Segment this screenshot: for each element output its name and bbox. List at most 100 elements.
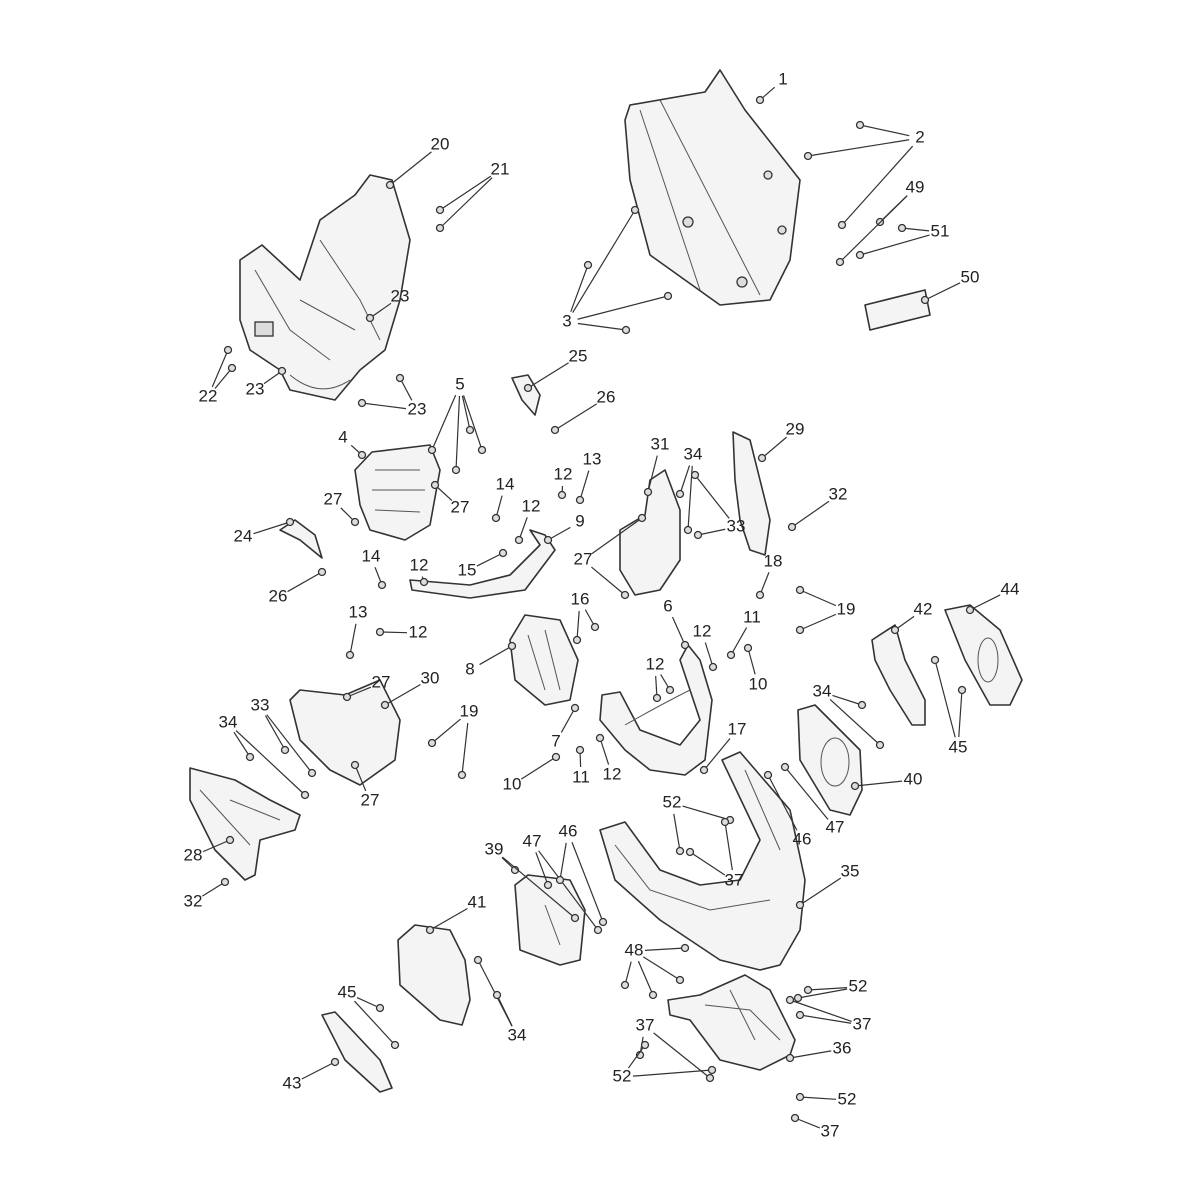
- callout-number: 49: [906, 177, 925, 196]
- callout-18: 18: [755, 551, 782, 600]
- leader-line: [462, 395, 483, 451]
- fastener-icon: [795, 900, 805, 910]
- leader-line: [461, 722, 469, 776]
- leader-line: [832, 694, 863, 706]
- part-panel-44: [944, 604, 1023, 706]
- fastener-icon: [570, 703, 580, 713]
- fastener-icon: [492, 990, 502, 1000]
- fastener-icon: [835, 257, 845, 267]
- fastener-icon: [755, 95, 765, 105]
- part-duct-8: [509, 614, 579, 706]
- callout-44: 44: [965, 579, 1019, 615]
- fastener-icon: [435, 205, 445, 215]
- fastener-icon: [575, 495, 585, 505]
- leader-line: [429, 907, 468, 931]
- leader-line: [789, 1050, 832, 1059]
- leader-line: [354, 764, 367, 792]
- fastener-icon: [555, 875, 565, 885]
- leader-line: [572, 209, 636, 313]
- callout-23: 23: [365, 286, 409, 323]
- fastener-icon: [690, 470, 700, 480]
- leader-line: [703, 738, 731, 771]
- callout-11: 11: [726, 607, 761, 660]
- leader-line: [791, 500, 830, 528]
- fastener-icon: [803, 151, 813, 161]
- callout-number: 21: [491, 159, 510, 178]
- fastener-icon: [708, 662, 718, 672]
- leader-line: [694, 474, 730, 519]
- fastener-icon: [227, 363, 237, 373]
- fastener-icon: [425, 925, 435, 935]
- callout-9: 9: [543, 511, 585, 545]
- callout-number: 13: [349, 602, 368, 621]
- callout-17: 17: [699, 719, 746, 775]
- callout-number: 47: [826, 817, 845, 836]
- fastener-icon: [427, 445, 437, 455]
- callout-number: 32: [829, 484, 848, 503]
- fastener-icon: [595, 733, 605, 743]
- callout-number: 7: [551, 731, 560, 750]
- callout-22: 22: [199, 345, 237, 405]
- leader-line: [647, 455, 658, 493]
- callout-52: 52: [795, 1089, 856, 1108]
- callout-number: 1: [778, 69, 787, 88]
- callout-number: 8: [465, 659, 474, 678]
- fastener-icon: [280, 745, 290, 755]
- part-panel-40: [797, 704, 863, 816]
- fastener-icon: [785, 995, 795, 1005]
- fastener-icon: [277, 366, 287, 376]
- fastener-icon: [643, 487, 653, 497]
- part-bracket-39: [514, 874, 586, 966]
- fastener-icon: [957, 685, 967, 695]
- fastener-icon: [285, 517, 295, 527]
- callout-number: 19: [837, 599, 856, 618]
- fastener-icon: [498, 548, 508, 558]
- leader-line: [591, 517, 643, 555]
- callout-7: 7: [551, 703, 580, 750]
- leader-line: [346, 686, 372, 698]
- leader-line: [799, 1096, 837, 1100]
- leader-line: [354, 1000, 396, 1046]
- fastener-icon: [720, 817, 730, 827]
- leader-line: [799, 613, 837, 631]
- part-side-panel-28: [189, 767, 301, 881]
- fastener-icon: [795, 1010, 805, 1020]
- fastener-icon: [652, 693, 662, 703]
- leader-line: [644, 947, 686, 951]
- fastener-icon: [780, 762, 790, 772]
- leader-line: [233, 731, 251, 758]
- fastener-icon: [705, 1073, 715, 1083]
- callout-1: 1: [755, 69, 788, 105]
- callout-number: 26: [597, 387, 616, 406]
- fastener-icon: [473, 955, 483, 965]
- leader-line: [431, 394, 457, 451]
- callout-number: 2: [915, 127, 924, 146]
- leader-line: [202, 881, 226, 897]
- fastener-icon: [683, 525, 693, 535]
- fastener-icon: [550, 425, 560, 435]
- fastener-icon: [451, 465, 461, 475]
- leader-line: [704, 642, 714, 668]
- callout-number: 10: [503, 774, 522, 793]
- fastener-icon: [593, 925, 603, 935]
- callout-number: 29: [786, 419, 805, 438]
- fastener-icon: [785, 1053, 795, 1063]
- part-bracket-36: [667, 974, 796, 1071]
- fastener-icon: [763, 770, 773, 780]
- callout-30: 30: [380, 668, 439, 710]
- fastener-icon: [380, 700, 390, 710]
- fastener-icon: [637, 513, 647, 523]
- fastener-icon: [620, 980, 630, 990]
- callout-number: 27: [451, 497, 470, 516]
- leader-line: [859, 234, 930, 256]
- callout-12: 12: [646, 654, 675, 703]
- leader-line: [807, 139, 910, 157]
- callout-34: 34: [219, 712, 310, 800]
- leader-line: [671, 616, 686, 646]
- callout-number: 11: [743, 607, 761, 626]
- callout-number: 34: [508, 1025, 527, 1044]
- fastener-icon: [755, 590, 765, 600]
- callout-10: 10: [743, 643, 767, 693]
- fastener-icon: [390, 1040, 400, 1050]
- callout-number: 12: [410, 555, 429, 574]
